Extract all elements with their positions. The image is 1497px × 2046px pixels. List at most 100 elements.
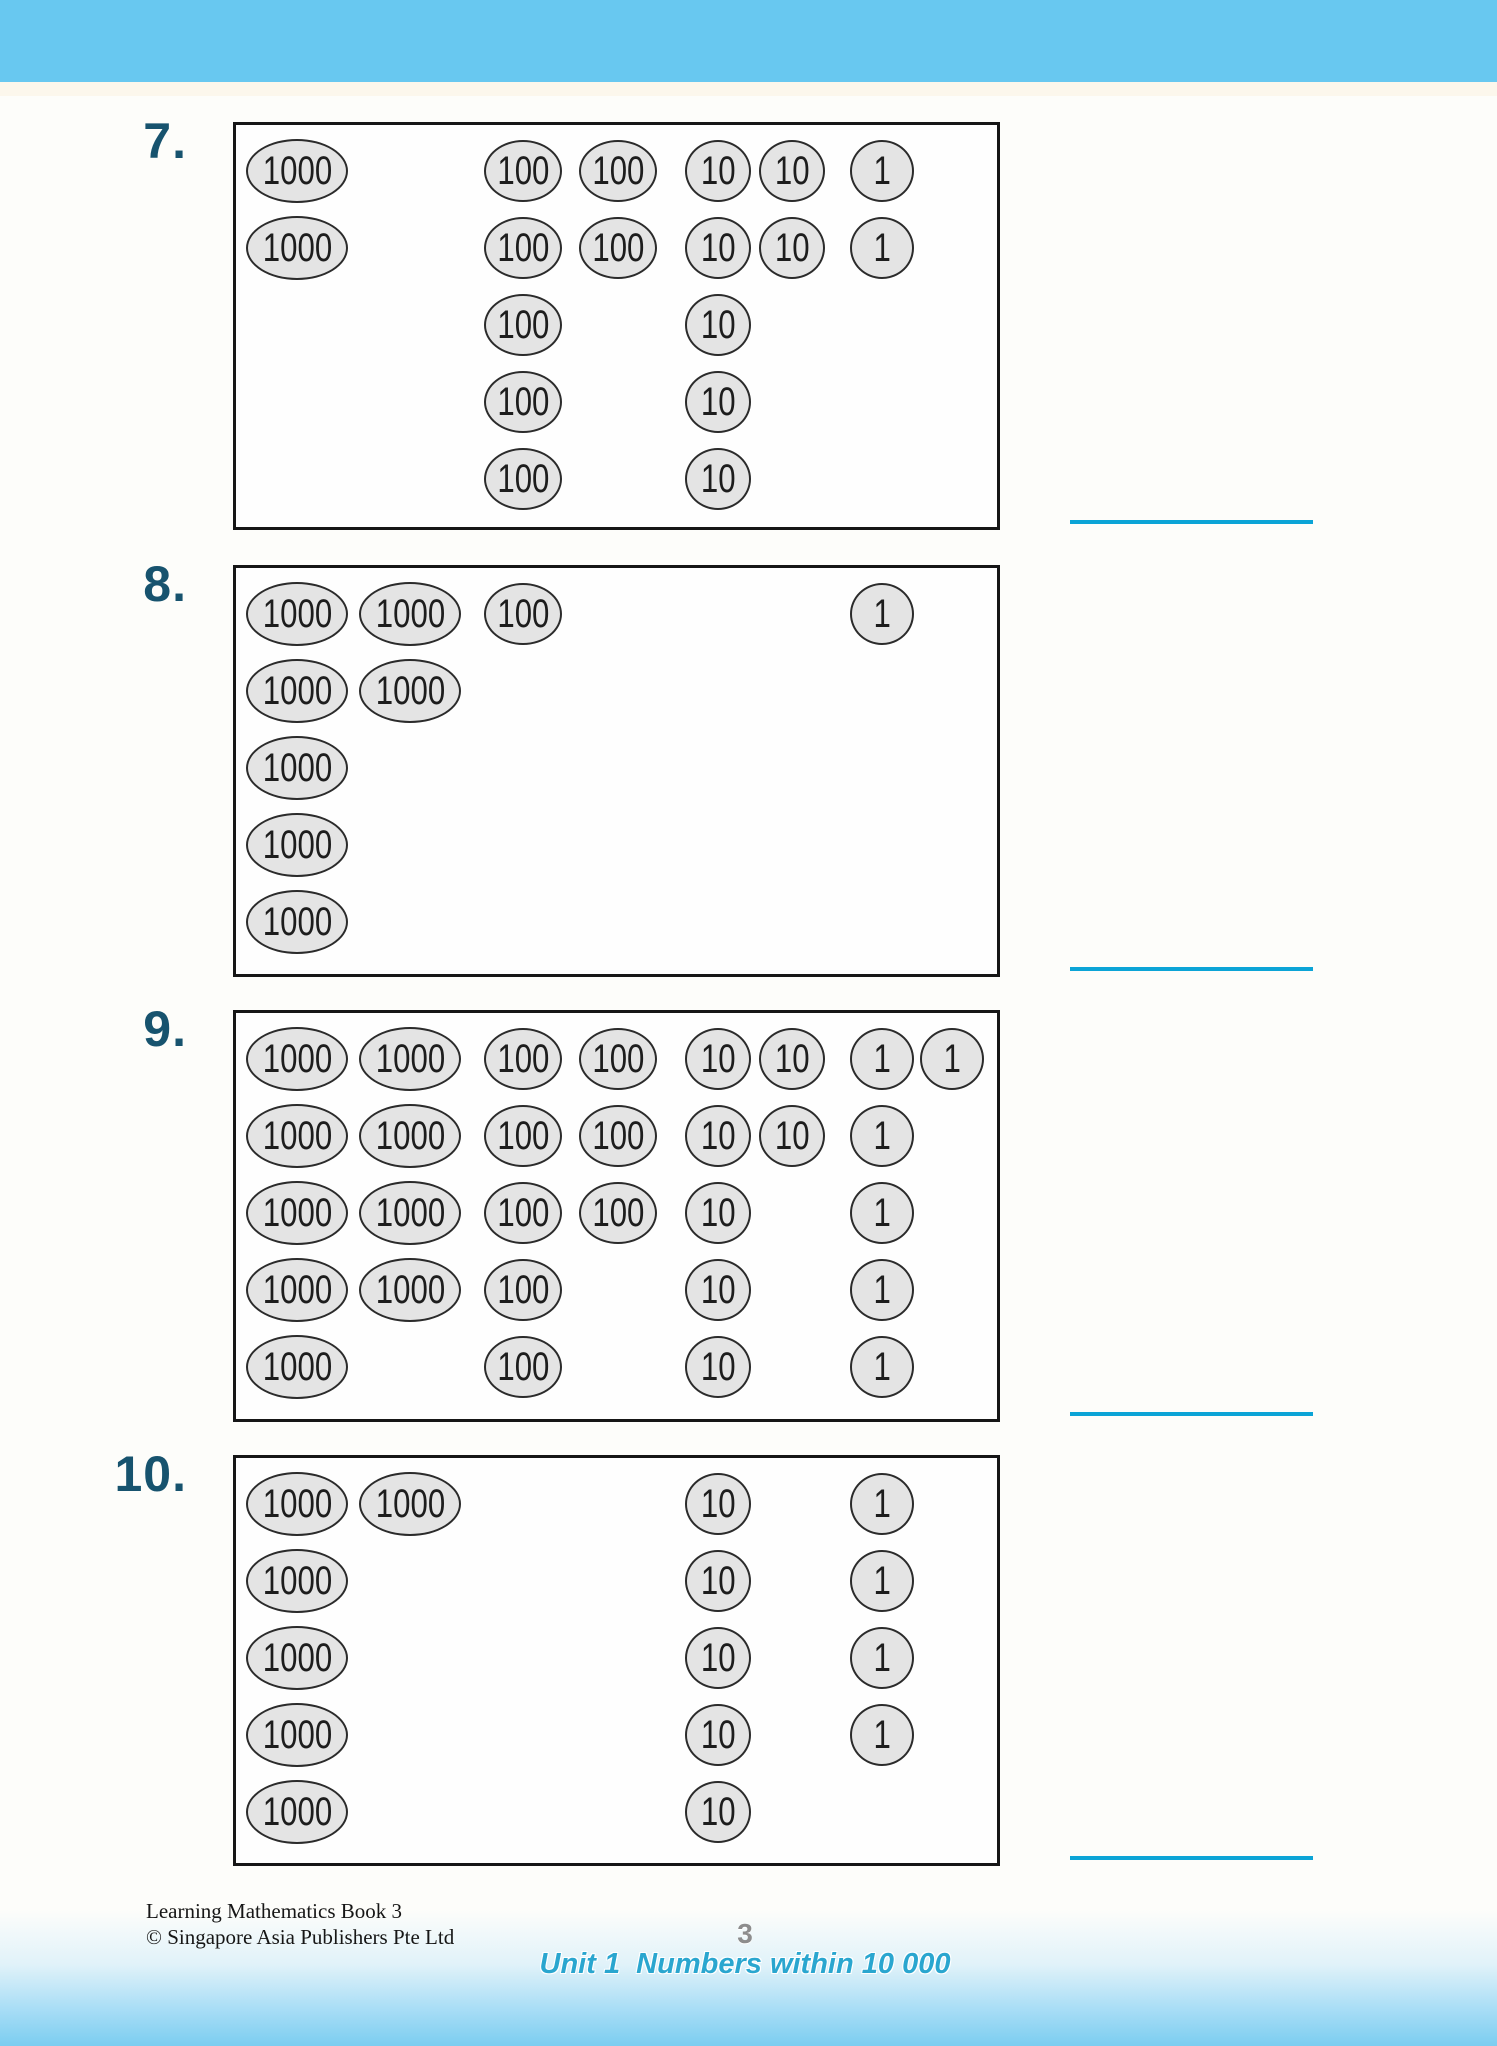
place-value-disc-10: 10 <box>685 1105 751 1167</box>
disc-value: 1000 <box>262 1713 332 1757</box>
disc-value: 100 <box>591 1037 645 1081</box>
place-value-disc-1000: 1000 <box>246 659 348 723</box>
answer-line[interactable] <box>1070 1856 1313 1860</box>
disc-value: 1000 <box>262 149 332 193</box>
place-value-disc-1000: 1000 <box>246 1027 348 1091</box>
disc-value: 10 <box>700 303 736 347</box>
question-number: 7. <box>143 113 187 169</box>
answer-line[interactable] <box>1070 520 1313 524</box>
place-value-disc-10: 10 <box>685 217 751 279</box>
disc-value: 10 <box>700 1790 736 1834</box>
place-value-disc-100: 100 <box>484 140 562 202</box>
place-value-disc-100: 100 <box>484 1182 562 1244</box>
disc-value: 10 <box>700 1268 736 1312</box>
disc-value: 100 <box>496 149 550 193</box>
disc-value: 1000 <box>375 1191 445 1235</box>
place-value-disc-10: 10 <box>685 1028 751 1090</box>
disc-value: 100 <box>591 149 645 193</box>
disc-value: 1000 <box>375 1268 445 1312</box>
place-value-disc-100: 100 <box>484 583 562 645</box>
disc-value: 10 <box>700 1114 736 1158</box>
place-value-disc-100: 100 <box>579 1182 657 1244</box>
copyright-text: © Singapore Asia Publishers Pte Ltd <box>146 1925 455 1949</box>
place-value-disc-100: 100 <box>484 217 562 279</box>
disc-value: 1 <box>873 149 891 193</box>
disc-value: 10 <box>700 226 736 270</box>
place-value-disc-1000: 1000 <box>359 1027 461 1091</box>
disc-value: 1000 <box>375 592 445 636</box>
disc-value: 1000 <box>262 900 332 944</box>
disc-value: 10 <box>700 1482 736 1526</box>
disc-value: 10 <box>700 380 736 424</box>
disc-value: 10 <box>774 226 810 270</box>
disc-value: 100 <box>591 226 645 270</box>
disc-value: 1000 <box>262 1345 332 1389</box>
place-value-disc-1000: 1000 <box>246 813 348 877</box>
disc-value: 100 <box>496 1268 550 1312</box>
place-value-disc-100: 100 <box>484 1259 562 1321</box>
place-value-disc-1: 1 <box>850 1259 914 1321</box>
disc-value: 10 <box>700 1345 736 1389</box>
disc-value: 100 <box>591 1191 645 1235</box>
disc-value: 1000 <box>262 1268 332 1312</box>
place-value-disc-100: 100 <box>484 1105 562 1167</box>
disc-value: 1000 <box>262 1790 332 1834</box>
place-value-disc-10: 10 <box>685 1473 751 1535</box>
place-value-disc-1000: 1000 <box>359 1104 461 1168</box>
book-title: Learning Mathematics Book 3 <box>146 1899 403 1923</box>
place-value-disc-1000: 1000 <box>246 1335 348 1399</box>
disc-value: 1000 <box>262 1559 332 1603</box>
place-value-disc-10: 10 <box>685 294 751 356</box>
disc-value: 1 <box>873 226 891 270</box>
disc-value: 100 <box>496 380 550 424</box>
answer-line[interactable] <box>1070 1412 1313 1416</box>
place-value-disc-1000: 1000 <box>246 1104 348 1168</box>
disc-value: 100 <box>496 1345 550 1389</box>
question-number: 10. <box>114 1446 187 1502</box>
place-value-disc-100: 100 <box>579 1105 657 1167</box>
disc-value: 1 <box>873 1268 891 1312</box>
place-value-disc-100: 100 <box>484 294 562 356</box>
disc-value: 10 <box>774 149 810 193</box>
disc-value: 1000 <box>262 1037 332 1081</box>
place-value-disc-1000: 1000 <box>246 216 348 280</box>
disc-value: 100 <box>496 1037 550 1081</box>
disc-value: 100 <box>496 226 550 270</box>
disc-value: 1 <box>873 1636 891 1680</box>
disc-value: 1 <box>873 1482 891 1526</box>
disc-value: 1000 <box>262 226 332 270</box>
place-value-disc-1000: 1000 <box>246 1626 348 1690</box>
place-value-disc-1000: 1000 <box>246 582 348 646</box>
place-value-disc-1: 1 <box>850 1627 914 1689</box>
place-value-disc-10: 10 <box>685 1627 751 1689</box>
disc-value: 100 <box>496 457 550 501</box>
place-value-disc-1: 1 <box>850 1704 914 1766</box>
disc-value: 1000 <box>262 669 332 713</box>
disc-value: 1 <box>873 592 891 636</box>
disc-value: 1000 <box>262 1191 332 1235</box>
answer-line[interactable] <box>1070 967 1313 971</box>
disc-value: 1000 <box>262 823 332 867</box>
disc-value: 10 <box>700 1559 736 1603</box>
disc-value: 1 <box>873 1037 891 1081</box>
unit-title: Unit 1 Numbers within 10 000 <box>539 1948 951 1980</box>
place-value-disc-10: 10 <box>759 1105 825 1167</box>
place-value-disc-100: 100 <box>579 1028 657 1090</box>
disc-value: 1000 <box>375 1037 445 1081</box>
place-value-disc-10: 10 <box>685 1259 751 1321</box>
disc-value: 10 <box>700 149 736 193</box>
place-value-disc-10: 10 <box>685 1781 751 1843</box>
place-value-disc-100: 100 <box>484 1028 562 1090</box>
disc-value: 1000 <box>262 1482 332 1526</box>
place-value-disc-1000: 1000 <box>246 890 348 954</box>
place-value-disc-1: 1 <box>850 1473 914 1535</box>
place-value-disc-1000: 1000 <box>359 659 461 723</box>
disc-value: 1 <box>873 1713 891 1757</box>
place-value-disc-10: 10 <box>685 1550 751 1612</box>
disc-value: 100 <box>496 303 550 347</box>
disc-value: 1000 <box>262 1114 332 1158</box>
place-value-disc-1: 1 <box>850 1182 914 1244</box>
disc-value: 100 <box>496 592 550 636</box>
